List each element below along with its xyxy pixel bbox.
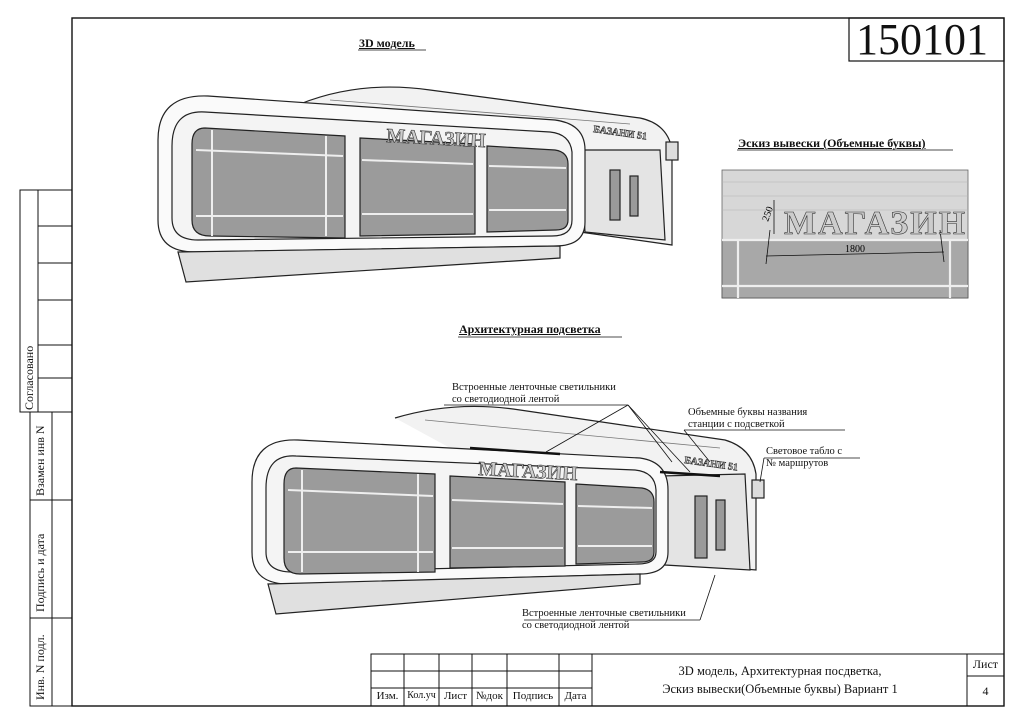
stamp-header-doc: №док <box>476 690 503 702</box>
sheet-number: 150101 <box>856 15 988 64</box>
pavilion-3d-model <box>157 86 679 283</box>
sketch-width-dimension: 1800 <box>845 244 865 255</box>
pavilion-lighting-model <box>251 405 765 615</box>
note-station-letters: Объемные буквы названия станции с подсве… <box>688 407 808 430</box>
stamp-drawing-title: 3D модель, Архитектурная посдветка, Эски… <box>662 664 898 696</box>
sketch-title: Эскиз вывески (Объемные буквы) <box>738 136 926 150</box>
note-route-board: Световое табло с № маршрутов <box>766 446 843 469</box>
model-title: 3D модель <box>359 36 415 50</box>
stamp-header-signature: Подпись <box>512 690 554 702</box>
side-stamp-replace-inv: Взамен инв N <box>33 425 47 496</box>
lighting-title: Архитектурная подсветка <box>459 322 601 336</box>
sign-sketch-panel: МАГАЗИН 250 1800 <box>721 169 969 299</box>
note-strip-lights-bottom: Встроенные ленточные светильники со свет… <box>522 608 686 631</box>
side-stamp-inv-orig: Инв. N подл. <box>33 634 47 700</box>
stamp-header-count: Кол.уч <box>407 690 436 701</box>
bottom-facade-sign: МАГАЗИН <box>478 458 579 485</box>
note-strip-lights-top: Встроенные ленточные светильники со свет… <box>452 382 616 405</box>
stamp-sheet-label: Лист <box>972 657 999 671</box>
stamp-header-sheet: Лист <box>443 690 468 702</box>
sketch-sign-letters: МАГАЗИН <box>784 205 967 242</box>
stamp-header-change: Изм. <box>376 690 399 702</box>
side-stamp-grid <box>19 189 73 707</box>
stamp-sheet-value: 4 <box>982 684 989 698</box>
side-stamp-sign-date: Подпись и дата <box>33 533 47 612</box>
title-block-grid <box>370 653 1005 707</box>
stamp-header-date: Дата <box>564 690 587 702</box>
side-stamp-agreed: Согласовано <box>22 345 36 410</box>
sketch-height-dimension: 250 <box>760 205 775 223</box>
leader-lines <box>444 404 860 621</box>
